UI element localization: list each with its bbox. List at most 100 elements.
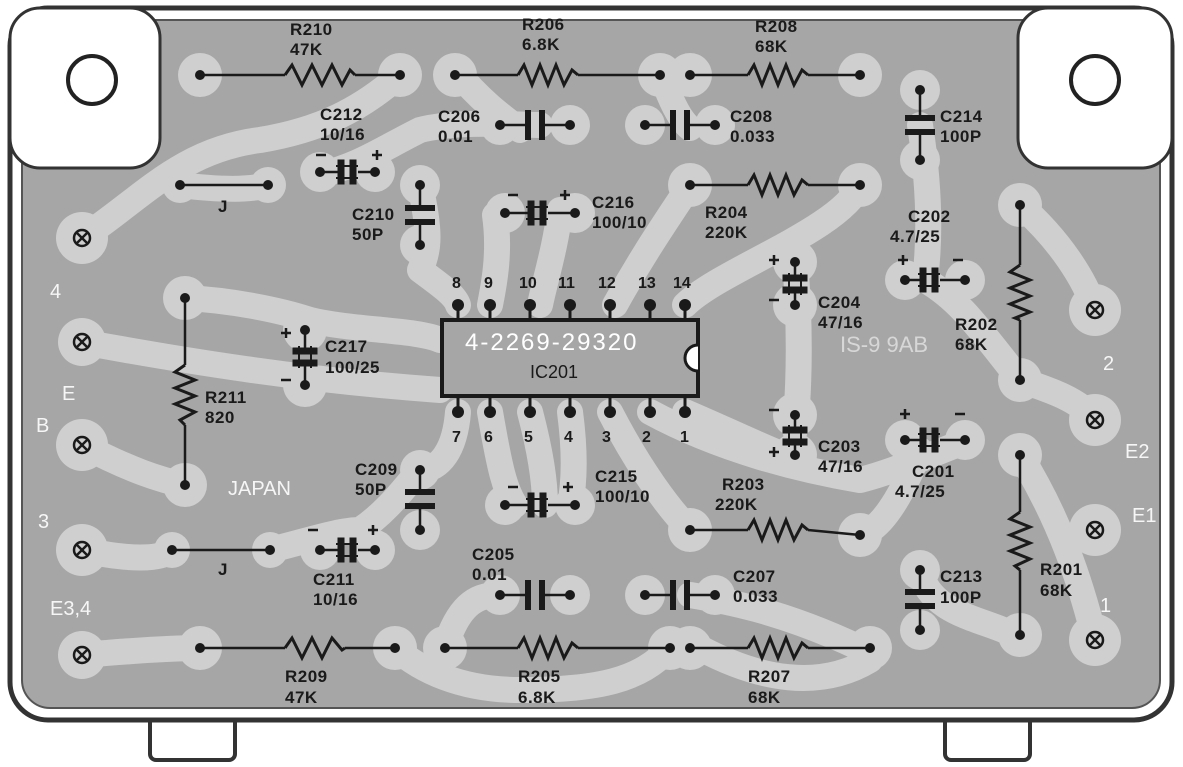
label-r211-value: 820 xyxy=(205,408,235,427)
label-r206-ref: R206 xyxy=(522,15,565,34)
label-c205-ref: C205 xyxy=(472,545,515,564)
label-c211-value: 10/16 xyxy=(313,590,358,609)
label-c205-value: 0.01 xyxy=(472,565,507,584)
ic-pin-label: 2 xyxy=(642,429,651,446)
label-c208-value: 0.033 xyxy=(730,127,775,146)
capacitor-c204 xyxy=(782,273,808,295)
label-r208-value: 68K xyxy=(755,37,788,56)
capacitor-c214 xyxy=(905,115,935,135)
resistor-bodies xyxy=(170,60,1035,663)
label-r208-ref: R208 xyxy=(755,17,798,36)
resistor-r210 xyxy=(283,61,357,89)
label-c209-ref: C209 xyxy=(355,460,398,479)
label-c217-ref: C217 xyxy=(325,337,368,356)
jumper-bottom-label: J xyxy=(218,560,228,579)
capacitor-c213 xyxy=(905,589,935,609)
label-r210-value: 47K xyxy=(290,40,323,59)
label-c207-ref: C207 xyxy=(733,567,776,586)
resistor-r207 xyxy=(746,633,809,663)
ic-pin-label: 7 xyxy=(452,429,461,446)
label-c213-ref: C213 xyxy=(940,567,983,586)
ic-pin-label: 12 xyxy=(598,275,616,292)
label-c203-ref: C203 xyxy=(818,437,861,456)
label-r205-value: 6.8K xyxy=(518,688,556,707)
terminal-label-3: 3 xyxy=(38,511,49,533)
ic-pin-label: 11 xyxy=(558,275,575,292)
capacitor-c210 xyxy=(405,205,435,225)
label-c204-value: 47/16 xyxy=(818,313,863,332)
resistor-r203 xyxy=(746,515,809,545)
label-c216-value: 100/10 xyxy=(592,213,647,232)
terminal-label-e34: E3,4 xyxy=(50,598,91,620)
capacitor-plates xyxy=(405,110,935,610)
label-c201-value: 4.7/25 xyxy=(895,482,945,501)
electrolytic-capacitors xyxy=(292,159,940,563)
label-r209-ref: R209 xyxy=(285,667,328,686)
silkscreen-labels: 4 E B 3 E3,4 2 E2 E1 1 JAPAN IS-9 9AB xyxy=(36,281,1156,620)
capacitor-c209 xyxy=(405,489,435,509)
label-r203-value: 220K xyxy=(715,495,758,514)
label-c204-ref: C204 xyxy=(818,293,861,312)
label-c202-value: 4.7/25 xyxy=(890,227,940,246)
capacitor-c205 xyxy=(525,580,545,610)
resistor-r209 xyxy=(283,634,346,662)
label-r206-value: 6.8K xyxy=(522,35,560,54)
resistor-r208 xyxy=(746,60,809,90)
label-c217-value: 100/25 xyxy=(325,358,380,377)
ic-part-number: 4-2269-29320 xyxy=(465,329,638,356)
capacitor-c215 xyxy=(526,492,548,518)
terminal-label-2: 2 xyxy=(1103,353,1114,375)
label-r204-value: 220K xyxy=(705,223,748,242)
capacitor-c206 xyxy=(525,110,545,140)
mount-hole-left xyxy=(66,54,118,106)
ic-pin-label: 4 xyxy=(564,429,573,446)
ic-pin-label: 6 xyxy=(484,429,493,446)
label-c213-value: 100P xyxy=(940,588,982,607)
jumper-top-label: J xyxy=(218,197,228,216)
mirrored-board-code: IS-9 9AB xyxy=(840,332,928,357)
ic-pin-label: 10 xyxy=(519,275,537,292)
terminal-label-e2: E2 xyxy=(1125,441,1149,463)
ic-reference: IC201 xyxy=(530,362,578,382)
ic201-package xyxy=(440,305,700,412)
label-r207-value: 68K xyxy=(748,688,781,707)
mounting-holes xyxy=(66,54,1121,106)
label-r211-ref: R211 xyxy=(205,388,247,407)
label-c207-value: 0.033 xyxy=(733,587,778,606)
terminal-label-b: B xyxy=(36,415,49,437)
label-c208-ref: C208 xyxy=(730,107,773,126)
ic-pin-label: 1 xyxy=(680,429,689,446)
label-r202-value: 68K xyxy=(955,335,988,354)
label-c209-value: 50P xyxy=(355,480,387,499)
label-r201-value: 68K xyxy=(1040,581,1073,600)
resistor-r202 xyxy=(1005,263,1035,322)
label-c201-ref: C201 xyxy=(912,462,955,481)
capacitor-c216 xyxy=(526,200,548,226)
polarity-marks xyxy=(281,150,965,535)
capacitor-c203 xyxy=(782,425,808,447)
ic-pin-label: 5 xyxy=(524,429,533,446)
capacitor-c207 xyxy=(670,580,690,610)
mount-hole-right xyxy=(1069,54,1121,106)
label-r201-ref: R201 xyxy=(1040,560,1083,579)
capacitor-c201 xyxy=(918,427,940,453)
label-c202-ref: C202 xyxy=(908,207,951,226)
ic-pin-label: 9 xyxy=(484,275,493,292)
terminal-label-4: 4 xyxy=(50,281,61,303)
label-c216-ref: C216 xyxy=(592,193,635,212)
terminal-label-e: E xyxy=(62,383,75,405)
ic-pin-label: 8 xyxy=(452,275,461,292)
label-c211-ref: C211 xyxy=(313,570,355,589)
terminal-label-e1: E1 xyxy=(1132,505,1156,527)
label-c210-value: 50P xyxy=(352,225,384,244)
component-labels: R210 47K R206 6.8K R208 68K C206 0.01 C2… xyxy=(205,15,1083,707)
resistor-r206 xyxy=(516,60,579,90)
capacitor-c208 xyxy=(670,110,690,140)
ic-pin-label: 13 xyxy=(638,275,656,292)
jumper-labels: J J xyxy=(218,197,228,579)
terminal-label-1: 1 xyxy=(1100,595,1111,617)
label-c214-ref: C214 xyxy=(940,107,983,126)
solder-points xyxy=(167,70,1025,653)
capacitor-c202 xyxy=(918,267,940,293)
